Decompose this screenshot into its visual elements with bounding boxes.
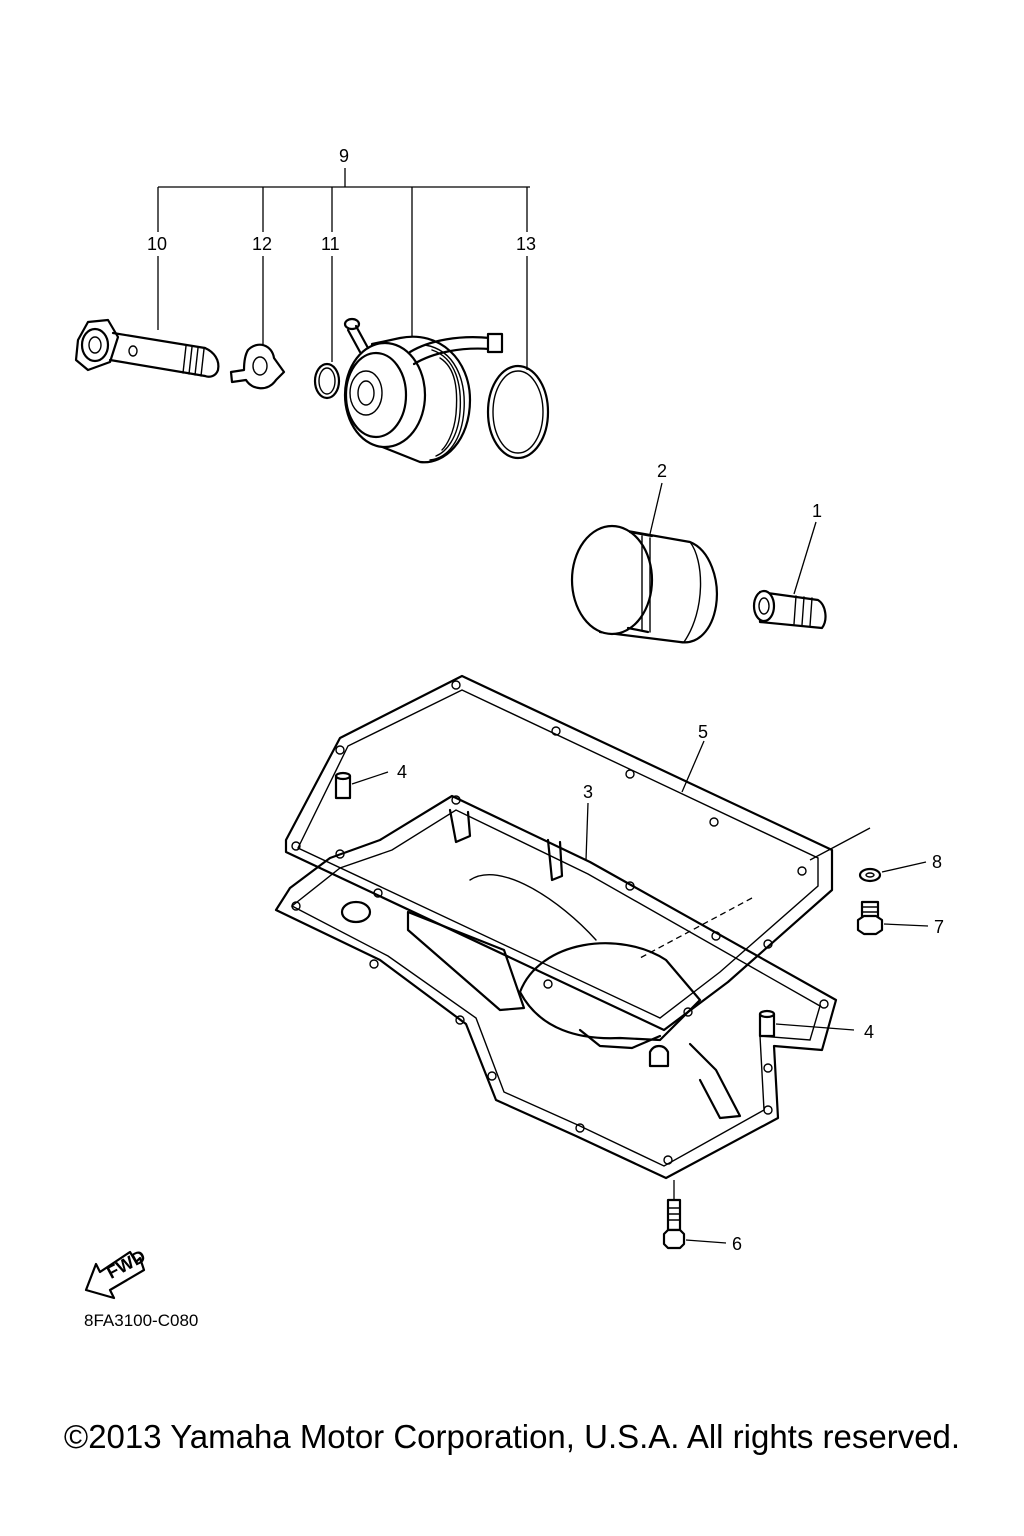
callout-13: 13 (516, 234, 536, 254)
washer-part-8 (858, 861, 927, 883)
bolt-part-6 (662, 1180, 727, 1250)
lock-washer-part-12 (229, 343, 286, 390)
callout-9: 9 (339, 146, 349, 166)
oil-pan-part-3 (274, 794, 838, 1180)
callout-1: 1 (812, 501, 822, 521)
copyright-notice: ©2013 Yamaha Motor Corporation, U.S.A. A… (63, 1418, 961, 1455)
assembly-9-bracket (157, 168, 530, 370)
gasket-part-5 (284, 674, 871, 1032)
fwd-arrow-icon: FWD (84, 1246, 149, 1300)
oil-cooler-part-9 (343, 317, 504, 464)
callout-4-lower: 4 (864, 1022, 874, 1042)
small-o-ring-part-11 (313, 362, 341, 400)
callout-7: 7 (934, 917, 944, 937)
callout-6: 6 (732, 1234, 742, 1254)
callout-5: 5 (698, 722, 708, 742)
drain-bolt-part-7 (856, 900, 929, 936)
dowel-pin-part-4-upper (334, 771, 389, 800)
callout-10: 10 (147, 234, 167, 254)
union-bolt-part-10 (74, 318, 220, 378)
large-o-ring-part-13 (486, 364, 550, 460)
dowel-pin-part-4-lower (758, 1009, 855, 1038)
callout-4-upper: 4 (397, 762, 407, 782)
callout-3: 3 (583, 782, 593, 802)
union-part-1 (752, 521, 827, 630)
callout-12: 12 (252, 234, 272, 254)
callout-2: 2 (657, 461, 667, 481)
callout-11: 11 (321, 234, 340, 254)
oil-filter-part-2 (570, 482, 718, 644)
diagram-code: 8FA3100-C080 (84, 1311, 199, 1330)
callout-8: 8 (932, 852, 942, 872)
